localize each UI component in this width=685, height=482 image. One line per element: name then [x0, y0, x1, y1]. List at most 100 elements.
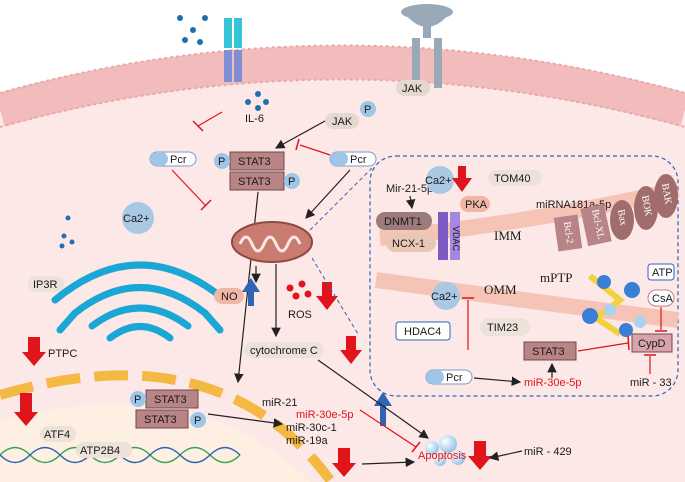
apoptosis-down-arrow [468, 441, 492, 470]
jak-p-label: P [364, 104, 371, 116]
pcr-pill-zoom: Pcr [425, 369, 473, 385]
atf4-label: ATF4 [44, 429, 70, 441]
bax-protein: Bax [610, 200, 634, 240]
mptp-label: mPTP [540, 270, 573, 285]
bclxl-protein: Bcl-XL [580, 203, 612, 247]
no-box [214, 288, 244, 304]
stat3-dimer-top: STAT3 STAT3 P P [214, 151, 300, 191]
ros-down-arrow [316, 282, 338, 310]
vdac-channel: VDAC [438, 212, 461, 260]
imm-label: IMM [494, 228, 522, 243]
ca-ion-left [122, 202, 154, 234]
pcr-label-zoom: Pcr [446, 372, 463, 384]
apoptosis-bodies [425, 435, 465, 466]
stat3-top-p2: P [288, 176, 295, 188]
apoptosis-label: Apoptosis [418, 450, 467, 462]
ros-dots [286, 280, 312, 300]
omm-membrane [374, 272, 680, 328]
jak-receptor [401, 4, 453, 88]
ca-ion-zoom [426, 166, 454, 194]
mir19a-label: miR-19a [286, 435, 328, 447]
atf4-down-arrow [14, 393, 38, 426]
pka-box [460, 196, 490, 212]
stat3-top-p1: P [218, 156, 225, 168]
bcl2-protein: Bcl-2 [553, 214, 583, 252]
stat3-bottom-label-2: STAT3 [144, 414, 177, 426]
jak-box [325, 113, 359, 129]
cypd-label: CypD [638, 338, 666, 350]
omm-label: OMM [484, 282, 517, 297]
mir33-label: miR - 33 [630, 377, 672, 389]
bak-protein: BAK [654, 174, 678, 218]
ca-zoom-lower-label: Ca2+ [431, 291, 458, 303]
dnmt1-box [376, 212, 432, 230]
pcr-pill-left: Pcr [149, 151, 197, 167]
mir429-to-apoptosis-arrow [488, 450, 523, 461]
mptp-complex [582, 273, 646, 337]
ros-label: ROS [288, 309, 312, 321]
vdac-label: VDAC [451, 226, 461, 252]
mir30c1-label: miR-30c-1 [286, 422, 337, 434]
bok-label: BOK [639, 195, 654, 218]
cytc-down-arrow [340, 336, 362, 364]
il6-label: IL-6 [245, 113, 264, 125]
tom40-box [488, 170, 542, 186]
mir21-label: miR-21 [262, 397, 297, 409]
stat3-zoom-label: STAT3 [532, 346, 565, 358]
ip3r-box [28, 276, 64, 292]
ca-zoom-label: Ca2+ [425, 175, 452, 187]
pka-label: PKA [465, 199, 488, 211]
cytochrome-c-box [244, 342, 324, 358]
jak-top-box [396, 80, 430, 96]
tom40-label: TOM40 [494, 173, 530, 185]
no-up-arrow [242, 278, 260, 306]
bcl2-label: Bcl-2 [561, 221, 575, 245]
stat3-bottom-label-1: STAT3 [154, 394, 187, 406]
ncx1-label: NCX-1 [392, 238, 425, 250]
stat3-top-label-2: STAT3 [238, 176, 271, 188]
cell-membrane [0, 45, 685, 127]
mirna-to-apoptosis-arrow [361, 457, 416, 468]
stat3-bottom-p1: P [134, 394, 141, 406]
mir429-label: miR - 429 [524, 446, 572, 458]
mitochondrion [231, 221, 313, 263]
atp2b4-box [76, 442, 132, 458]
pcr-pill-middle: Pcr [329, 151, 377, 167]
no-label: NO [221, 291, 238, 303]
ip3r-label: IP3R [33, 279, 58, 291]
mir30e5p-zoom-label: miR-30e-5p [524, 377, 581, 389]
stat3-top-label-1: STAT3 [238, 156, 271, 168]
ca-left-label: Ca2+ [123, 213, 150, 225]
csa-box [647, 289, 675, 307]
cytc-to-apoptosis-arrow [317, 359, 429, 439]
mitochondria-zoom-panel [369, 155, 679, 397]
pcr-inhibit-il6 [197, 111, 223, 127]
pcr-to-mito-arrow [305, 169, 351, 219]
il6-dots-outside [177, 15, 208, 45]
bok-protein: BOK [634, 186, 658, 230]
jak-to-stat3-arrow [274, 120, 326, 149]
tim23-label: TIM23 [487, 322, 518, 334]
bax-label: Bax [615, 209, 629, 227]
stat3-dimer-bottom: STAT3 STAT3 P P [130, 389, 206, 429]
ncx1-box [386, 234, 436, 252]
mir21-5p-to-dnmt1 [405, 195, 416, 210]
hdac4-label: HDAC4 [404, 326, 441, 338]
ptpc-down-arrow [22, 337, 46, 366]
mir21-5p-label: Mir-21-5p [386, 183, 433, 195]
pcr-inhibit-jak [299, 144, 331, 156]
nucleus-envelope [0, 370, 335, 482]
cytochrome-c-label: cytochrome C [250, 345, 318, 357]
pcr-inhibit-line [171, 169, 207, 207]
endoplasmic-reticulum [51, 261, 229, 342]
stat3-to-mirna-arrow [207, 413, 284, 428]
tim23-box [480, 318, 530, 336]
jak-phospho [360, 101, 376, 117]
ptpc-label: PTPC [48, 348, 77, 360]
stat3-inhibit-cypd [577, 342, 629, 352]
il6-dots [245, 91, 269, 111]
stat3-zoom-box [523, 341, 577, 361]
pcr-to-mir30e-arrow [473, 376, 522, 387]
atp-box [647, 263, 675, 281]
